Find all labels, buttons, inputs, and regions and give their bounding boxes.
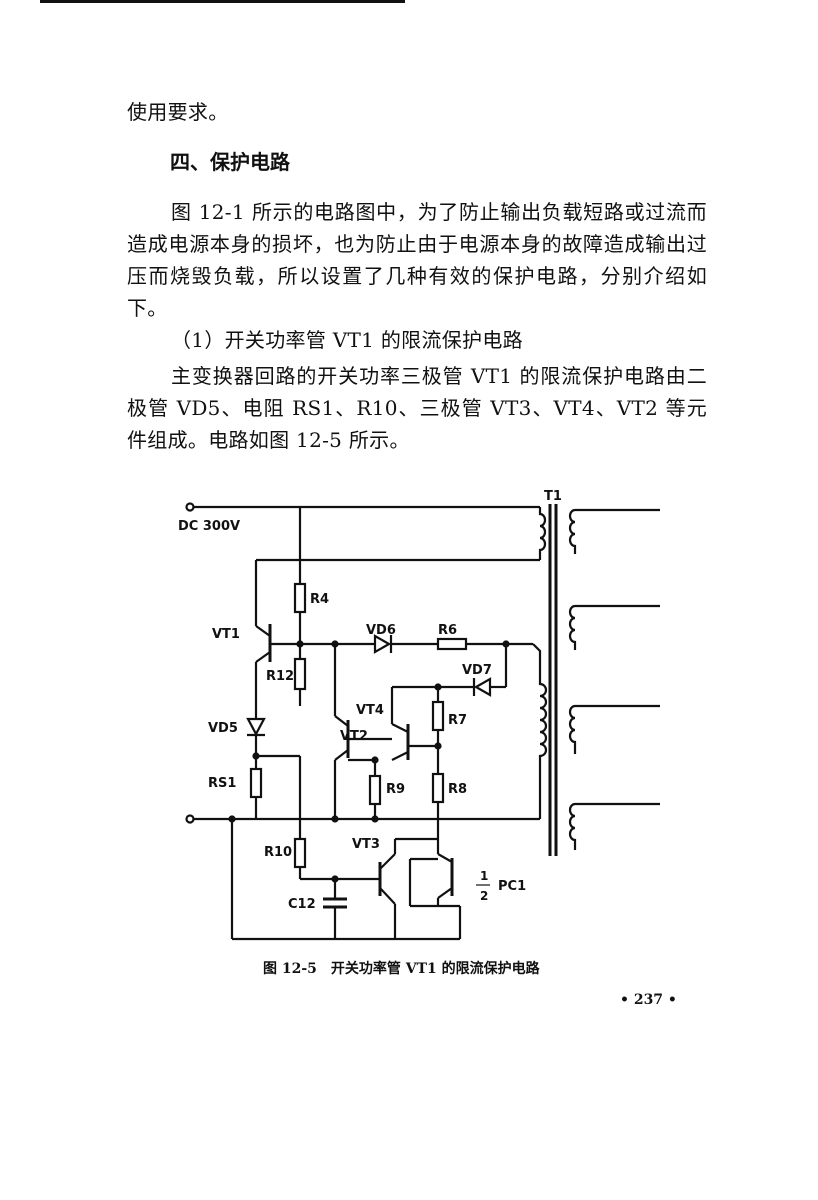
label-pc1: PC1 [498, 879, 526, 894]
label-vd7: VD7 [462, 663, 492, 678]
section-heading: 四、保护电路 [170, 150, 290, 174]
page-number: • 237 • [620, 992, 677, 1008]
label-vt1: VT1 [212, 627, 240, 642]
label-pc1-pin1: 1 [480, 869, 488, 883]
paragraph-protection: 图 12-1 所示的电路图中，为了防止输出负载短路或过流而造成电源本身的损坏，也… [127, 200, 707, 320]
label-t1: T1 [544, 489, 562, 504]
paragraph-subheading: （1）开关功率管 VT1 的限流保护电路 [171, 328, 523, 352]
paragraph-description: 主变换器回路的开关功率三极管 VT1 的限流保护电路由二极管 VD5、电阻 RS… [127, 364, 707, 452]
figure-caption: 图 12-5 开关功率管 VT1 的限流保护电路 [263, 961, 540, 977]
label-dc-300v: DC 300V [178, 519, 240, 534]
label-rs1: RS1 [208, 776, 236, 791]
label-vd6: VD6 [366, 623, 396, 638]
paragraph-intro: 使用要求。 [127, 100, 229, 124]
label-r4: R4 [310, 592, 329, 607]
top-rule [40, 0, 405, 3]
label-vt4: VT4 [356, 703, 384, 718]
label-r12: R12 [266, 669, 294, 684]
label-r7: R7 [448, 713, 467, 728]
label-r9: R9 [386, 782, 405, 797]
label-vd5: VD5 [208, 721, 238, 736]
label-vt3: VT3 [352, 837, 380, 852]
label-pc1-pin2: 2 [480, 889, 488, 903]
label-r8: R8 [448, 782, 467, 797]
label-r10: R10 [264, 845, 292, 860]
label-vt2: VT2 [340, 729, 368, 744]
label-c12: C12 [288, 897, 316, 912]
label-r6: R6 [438, 623, 457, 638]
circuit-diagram: DC 300V T1 R4 VT1 VD6 R6 R12 VD7 VT4 R7 … [178, 489, 660, 941]
